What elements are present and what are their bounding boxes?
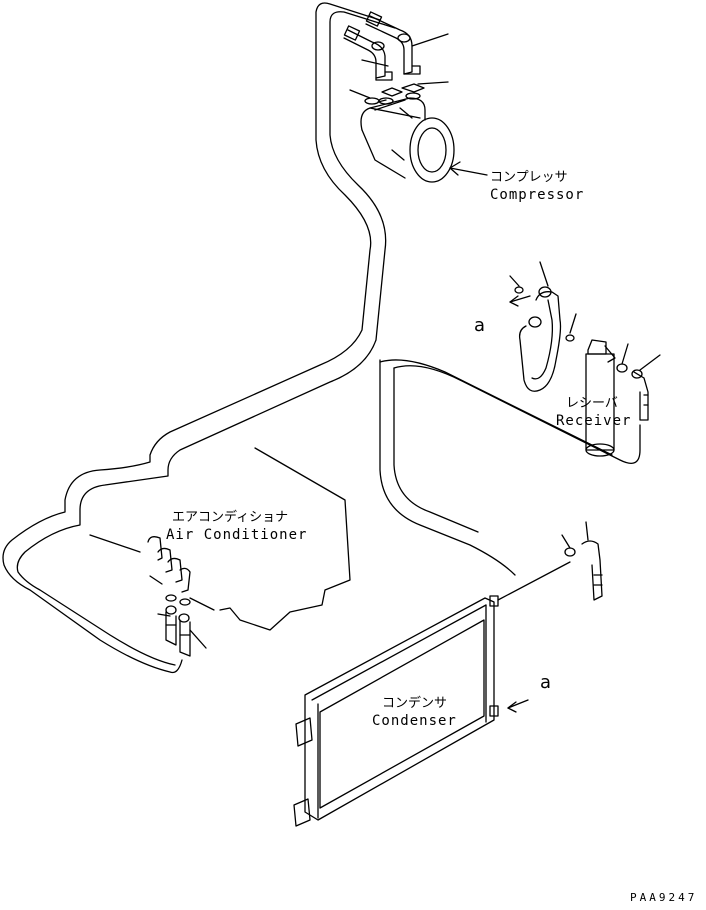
condenser	[293, 561, 571, 827]
compressor-label-jp: コンプレッサ	[490, 170, 568, 185]
condenser-label-en: Condenser	[372, 713, 457, 729]
ref-a-top: a	[474, 315, 487, 336]
aircon-leaders	[149, 575, 215, 649]
ref-arrows	[507, 699, 529, 713]
compressor-fittings	[343, 11, 421, 105]
ref-a-bottom: a	[540, 672, 553, 693]
drawing-code: PAA9247	[630, 891, 698, 904]
aircon-fittings	[147, 536, 191, 657]
condenser-hose	[561, 521, 603, 601]
condenser-label-jp: コンデンサ	[382, 696, 448, 711]
compressor-label-en: Compressor	[490, 187, 585, 203]
aircon-label-en: Air Conditioner	[166, 527, 308, 543]
receiver-assembly	[514, 286, 649, 457]
aircon-label-jp: エアコンディショナ	[172, 510, 289, 525]
receiver-label-en: Receiver	[556, 413, 632, 429]
receiver-label-jp: レシーバ	[566, 396, 618, 411]
cab-outline	[89, 447, 351, 631]
main-hose-route	[2, 2, 641, 674]
receiver-leaders	[509, 261, 661, 371]
compressor-leaders	[349, 33, 488, 176]
compressor	[360, 83, 455, 183]
